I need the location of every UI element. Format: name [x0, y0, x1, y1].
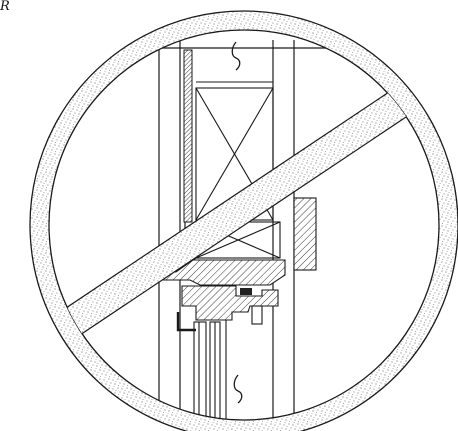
- interior-trim: [293, 197, 317, 271]
- sash-profile: [181, 285, 279, 321]
- sill-profile: [159, 259, 286, 286]
- glazing-strip: [183, 49, 193, 223]
- gasket: [240, 288, 252, 295]
- magnifier-ring: [29, 10, 458, 431]
- lower-glazing: [193, 320, 227, 420]
- break-line-symbol-top: [231, 41, 241, 71]
- detail-label: R: [0, 0, 10, 14]
- break-line-symbol-bottom: [233, 374, 243, 404]
- hardware: [251, 305, 263, 325]
